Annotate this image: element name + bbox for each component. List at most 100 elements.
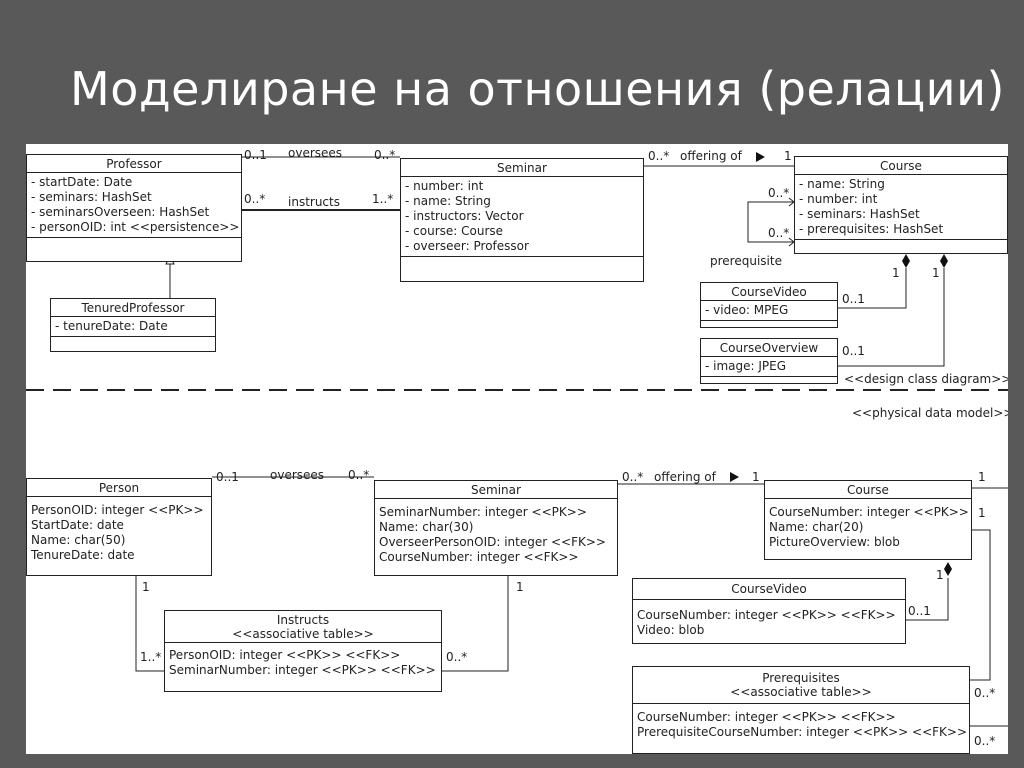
class-name: TenuredProfessor	[51, 299, 215, 317]
attribute: - seminarsOverseen: HashSet	[31, 205, 210, 219]
attribute: - tenureDate: Date	[55, 319, 168, 333]
attribute: - number: int	[799, 192, 878, 206]
attribute: - video: MPEG	[705, 303, 789, 317]
multiplicity-label: 1	[978, 470, 986, 484]
class-attributes: - image: JPEG	[701, 357, 837, 377]
column: CourseNumber: integer <<PK>> <<FK>>	[637, 608, 896, 622]
class-operations	[701, 377, 837, 386]
multiplicity-label: 0..1	[908, 604, 931, 618]
multiplicity-label: 0..*	[348, 468, 370, 482]
class-operations	[51, 337, 215, 346]
column: CourseNumber: integer <<PK>>	[769, 505, 969, 519]
association-label-offering-of: offering of	[654, 470, 716, 484]
table-columns: PersonOID: integer <<PK>> <<FK>> Seminar…	[165, 643, 441, 680]
attribute: - course: Course	[405, 224, 504, 238]
association-label-prerequisite: prerequisite	[710, 254, 782, 268]
composition-overview-diamond	[940, 254, 948, 268]
column: PrerequisiteCourseNumber: integer <<PK>>…	[637, 725, 968, 739]
composition-video-line	[837, 268, 907, 309]
prerequisite-loop	[747, 201, 794, 243]
association-label-oversees: oversees	[288, 146, 343, 160]
multiplicity-label: 1	[978, 506, 986, 520]
composition-video-diamond	[902, 254, 910, 268]
instructs-table: Instructs <<associative table>> PersonOI…	[164, 610, 442, 692]
column: Video: blob	[637, 623, 705, 637]
class-name: CourseVideo	[701, 283, 837, 301]
multiplicity-label: 1	[516, 580, 524, 594]
table-columns: CourseNumber: integer <<PK>> <<FK>> Prer…	[633, 704, 969, 742]
table-name: CourseVideo	[633, 579, 905, 600]
column: CourseNumber: integer <<PK>> <<FK>>	[637, 710, 896, 724]
table-name: Person	[27, 479, 211, 497]
multiplicity-label: 0..1	[216, 470, 239, 484]
multiplicity-label: 1	[892, 266, 900, 280]
multiplicity-label: 0..*	[244, 192, 266, 206]
column: Name: char(20)	[769, 520, 864, 534]
multiplicity-label: 0..1	[244, 148, 267, 162]
stereotype-physical-data-model: <<physical data model>>	[852, 406, 1008, 420]
seminar-instructs-line	[442, 576, 509, 672]
column: SeminarNumber: integer <<PK>> <<FK>>	[169, 663, 436, 677]
table-stereotype: <<associative table>>	[730, 685, 872, 699]
seminar-table: Seminar SeminarNumber: integer <<PK>> Na…	[374, 480, 618, 576]
multiplicity-label: 0..1	[842, 344, 865, 358]
class-operations	[795, 240, 1007, 249]
coursevideo-class: CourseVideo - video: MPEG	[700, 282, 838, 328]
table-columns: SeminarNumber: integer <<PK>> Name: char…	[375, 499, 617, 567]
class-name: Seminar	[401, 159, 643, 177]
association-label-oversees: oversees	[270, 468, 325, 482]
table-name: Course	[765, 481, 971, 499]
attribute: - prerequisites: HashSet	[799, 222, 944, 236]
column: StartDate: date	[31, 518, 124, 532]
class-attributes: - number: int - name: String - instructo…	[401, 177, 643, 257]
column: SeminarNumber: integer <<PK>>	[379, 505, 587, 519]
class-attributes: - tenureDate: Date	[51, 317, 215, 337]
attribute: - instructors: Vector	[405, 209, 524, 223]
column: Name: char(50)	[31, 533, 126, 547]
composition-overview-line	[837, 268, 945, 367]
multiplicity-label: 0..*	[374, 148, 396, 162]
table-columns: CourseNumber: integer <<PK>> Name: char(…	[765, 499, 971, 552]
course-prerequisites-line-1	[970, 529, 991, 681]
attribute: - number: int	[405, 179, 484, 193]
table-columns: CourseNumber: integer <<PK>> <<FK>> Vide…	[633, 600, 905, 640]
attribute: - overseer: Professor	[405, 239, 529, 253]
class-name: CourseOverview	[701, 339, 837, 357]
class-attributes: - video: MPEG	[701, 301, 837, 321]
multiplicity-label: 0..*	[974, 734, 996, 748]
course-class: Course - name: String - number: int - se…	[794, 156, 1008, 254]
slide-title: Моделиране на отношения (релации)	[70, 62, 1005, 116]
connector-lines	[26, 152, 1008, 727]
attribute: - name: String	[405, 194, 491, 208]
class-name: Professor	[27, 155, 241, 173]
class-attributes: - startDate: Date - seminars: HashSet - …	[27, 173, 241, 238]
table-stereotype: <<associative table>>	[232, 627, 374, 641]
multiplicity-label: 0..*	[622, 470, 644, 484]
tenured-professor-class: TenuredProfessor - tenureDate: Date	[50, 298, 216, 352]
multiplicity-label: 1	[932, 266, 940, 280]
column: Name: char(30)	[379, 520, 474, 534]
courseoverview-class: CourseOverview - image: JPEG	[700, 338, 838, 384]
offering-direction-arrow-physical	[730, 472, 739, 482]
table-name: Prerequisites <<associative table>>	[633, 667, 969, 704]
composition-coursevideo-physical-line	[906, 578, 949, 621]
class-operations	[401, 257, 643, 266]
table-title: Prerequisites	[762, 671, 840, 685]
multiplicity-label: 0..*	[974, 686, 996, 700]
table-columns: PersonOID: integer <<PK>> StartDate: dat…	[27, 497, 211, 565]
attribute: - seminars: HashSet	[31, 190, 152, 204]
seminar-class: Seminar - number: int - name: String - i…	[400, 158, 644, 282]
association-label-offering-of: offering of	[680, 149, 742, 163]
column: PictureOverview: blob	[769, 535, 900, 549]
offering-direction-arrow	[756, 152, 765, 162]
attribute: - personOID: int <<persistence>>	[31, 220, 240, 234]
multiplicity-label: 0..*	[648, 149, 670, 163]
uml-diagram-panel: Professor - startDate: Date - seminars: …	[26, 144, 1008, 754]
prerequisites-table: Prerequisites <<associative table>> Cour…	[632, 666, 970, 754]
class-name: Course	[795, 157, 1007, 175]
class-operations	[701, 321, 837, 330]
attribute: - image: JPEG	[705, 359, 787, 373]
association-label-instructs: instructs	[288, 195, 340, 209]
class-operations	[27, 238, 241, 247]
person-instructs-line	[135, 576, 164, 672]
